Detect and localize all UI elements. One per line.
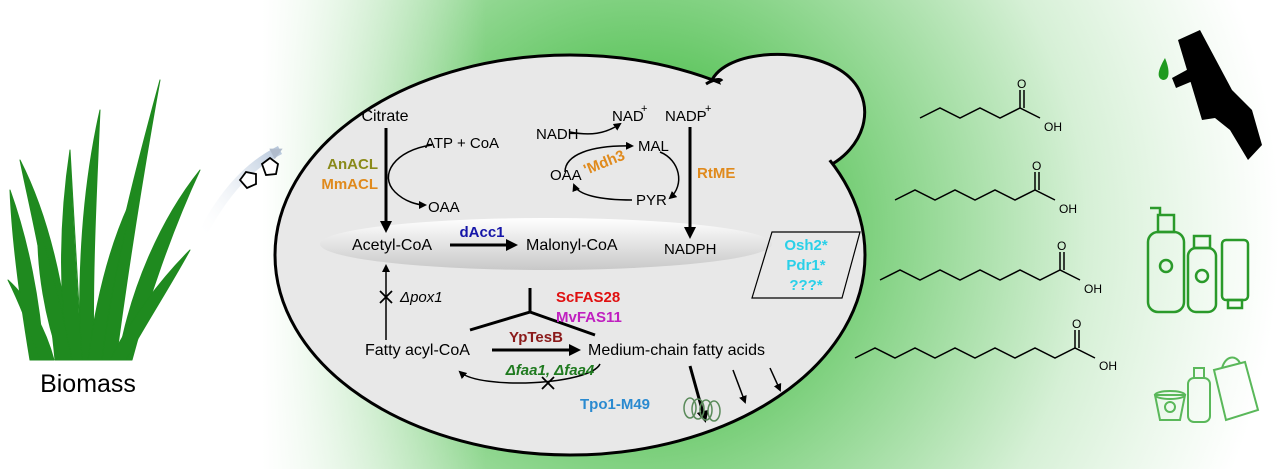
citrate-label: Citrate	[361, 108, 408, 125]
o-label: O	[1032, 159, 1041, 173]
malonyl-coa-label: Malonyl-CoA	[526, 237, 618, 254]
biomass-plant-icon	[7, 79, 201, 361]
nad-label: NAD	[612, 108, 644, 125]
oh-label: OH	[1059, 202, 1077, 216]
o-label: O	[1017, 77, 1026, 91]
dodecanoic-acid-chain	[854, 347, 1096, 359]
mal-label: MAL	[638, 138, 669, 155]
pyr-to-oaa-arrow	[572, 183, 633, 201]
rtme-label: RtME	[697, 165, 735, 182]
oaa-to-mal-arrow	[564, 141, 634, 173]
pyr-label: PYR	[636, 192, 667, 209]
nadph-label: NADPH	[664, 241, 717, 258]
pdr1-label: Pdr1*	[786, 257, 825, 274]
unknown-label: ???*	[789, 277, 822, 294]
faa-reactivation-arrow	[458, 363, 601, 384]
fatty-acid-structures	[854, 90, 1096, 359]
nad-plus-sign: +	[641, 103, 647, 115]
er-lens	[320, 218, 772, 270]
fuel-drop-icon	[1158, 58, 1169, 80]
faa-block-mark	[541, 376, 555, 390]
atp-coa-curve-arrow	[387, 144, 433, 209]
delta-pox1-label: Δpox1	[399, 289, 443, 306]
o-label: O	[1072, 317, 1081, 331]
oaa-cycle-label: OAA	[550, 167, 582, 184]
export-arrow-main	[688, 365, 709, 423]
pox1-block-mark	[379, 290, 393, 304]
fuel-nozzle-icon	[1158, 30, 1262, 160]
oh-label: OH	[1044, 120, 1062, 134]
tpo1-transporter-icon	[683, 397, 721, 422]
mal-to-pyr-arrow	[659, 151, 680, 200]
cosmetics-bottles-icon	[1146, 206, 1250, 314]
octanoic-acid-chain	[894, 189, 1056, 201]
sugar-ring-icon	[238, 171, 257, 190]
export-arrow-3	[769, 367, 782, 392]
fas-branch-lines	[469, 288, 596, 337]
yptesb-label: YpTesB	[509, 329, 563, 346]
nadh-to-nad-arrow	[569, 122, 622, 135]
atp-coa-label: ATP + CoA	[425, 135, 499, 152]
sugar-ring-icon	[260, 156, 279, 176]
mvfas11-label: MvFAS11	[556, 309, 622, 326]
osh2-label: Osh2*	[784, 237, 828, 254]
mcfa-label: Medium-chain fatty acids	[588, 342, 765, 359]
dacc1-label: dAcc1	[459, 224, 504, 241]
anacl-label: AnACL	[327, 156, 378, 173]
oh-label: OH	[1099, 359, 1117, 373]
uptake-arrow	[196, 145, 283, 241]
acetyl-coa-label: Acetyl-CoA	[352, 237, 432, 254]
scfas28-label: ScFAS28	[556, 289, 620, 306]
delta-faa-label: Δfaa1, Δfaa4	[505, 362, 595, 379]
decanoic-acid-chain	[879, 269, 1081, 281]
nadp-label: NADP	[665, 108, 707, 125]
oaa-label: OAA	[428, 199, 460, 216]
biomass-label: Biomass	[40, 370, 136, 398]
nadh-label: NADH	[536, 126, 579, 143]
export-arrow-2	[732, 369, 747, 404]
mmacl-label: MmACL	[321, 176, 378, 193]
consumer-products-icon	[1153, 356, 1260, 423]
tpo1-label: Tpo1-M49	[580, 396, 650, 413]
o-label: O	[1057, 239, 1066, 253]
nadp-plus-sign: +	[705, 103, 711, 115]
transporter-box	[751, 231, 861, 299]
oh-label: OH	[1084, 282, 1102, 296]
fatty-acyl-coa-label: Fatty acyl-CoA	[365, 342, 470, 359]
